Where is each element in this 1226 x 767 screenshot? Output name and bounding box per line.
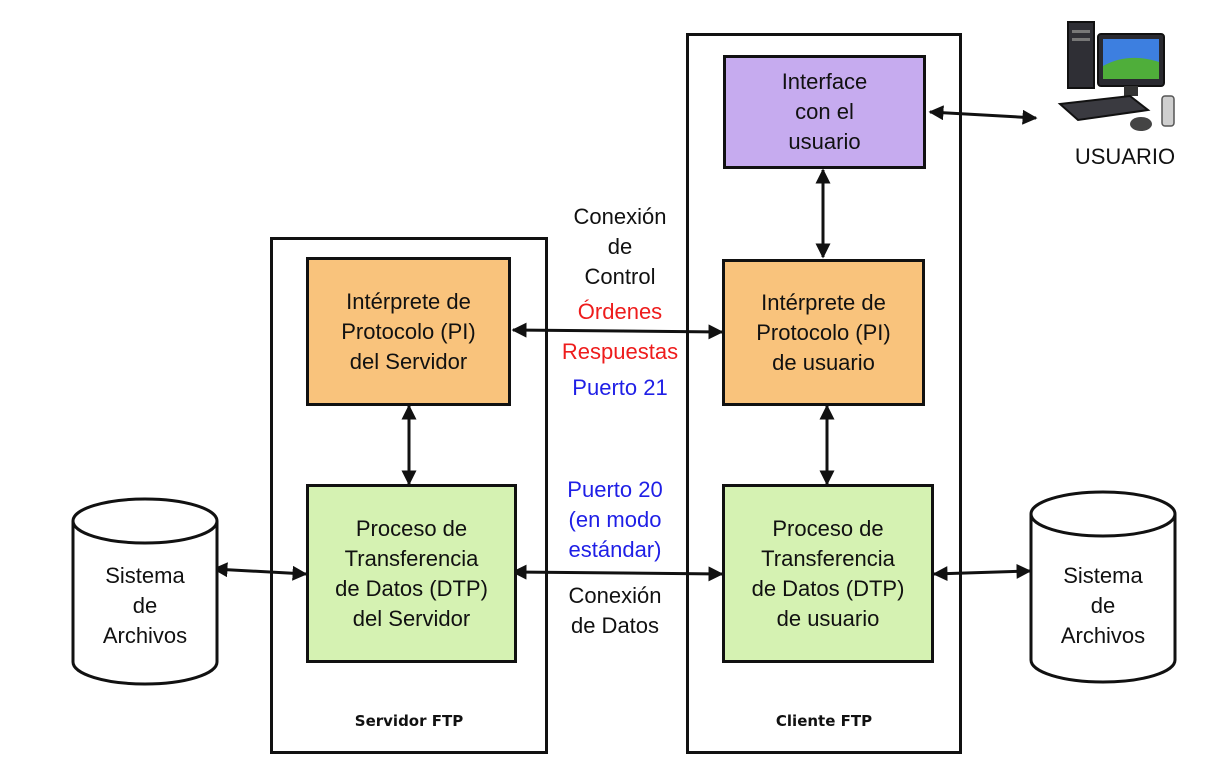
responses-label: Respuestas	[561, 339, 679, 364]
client-ftp-caption: Cliente FTP	[775, 712, 873, 730]
computer-icon	[1057, 21, 1175, 131]
client-protocol-interpreter: Intérprete de Protocolo (PI) de usuario	[722, 259, 925, 406]
server-protocol-interpreter: Intérprete de Protocolo (PI) del Servido…	[306, 257, 511, 406]
arrow-client-dtp-to-right-fs	[932, 563, 1032, 582]
client-ftp-container	[686, 33, 962, 754]
right-filesystem-cylinder	[1029, 490, 1177, 684]
user-label: USUARIO	[1074, 144, 1176, 169]
arrow-left-fs-to-server-dtp	[212, 562, 308, 581]
orders-label: Órdenes	[577, 299, 663, 324]
data-connection-label: Conexión de Datos	[568, 583, 662, 638]
server-ftp-caption: Servidor FTP	[354, 712, 464, 730]
left-filesystem-label: Sistema de Archivos	[102, 563, 188, 648]
control-port-label: Puerto 21	[572, 375, 668, 400]
server-ftp-container	[270, 237, 548, 754]
server-data-transfer-process: Proceso de Transferencia de Datos (DTP) …	[306, 484, 517, 663]
right-filesystem-label: Sistema de Archivos	[1060, 563, 1146, 648]
left-filesystem-cylinder	[71, 497, 219, 686]
data-port-label: Puerto 20 (en modo estándar)	[567, 477, 663, 562]
control-connection-label: Conexión de Control	[573, 204, 667, 289]
user-interface-box: Interface con el usuario	[723, 55, 926, 169]
arrow-ui-to-user	[928, 105, 1038, 125]
client-data-transfer-process: Proceso de Transferencia de Datos (DTP) …	[722, 484, 934, 663]
